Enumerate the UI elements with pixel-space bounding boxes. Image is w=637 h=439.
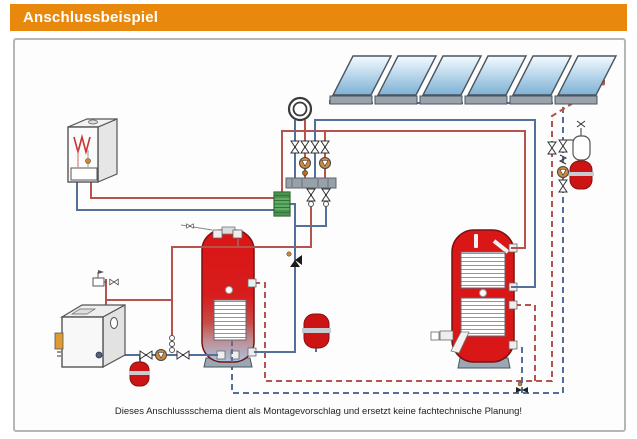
- expansion-vessel-icon: [568, 160, 594, 190]
- sight-glass-icon: [110, 317, 118, 329]
- heating-circuit-symbol: [287, 96, 313, 122]
- expansion-vessels: [129, 160, 594, 387]
- dhw-storage-tank: [430, 229, 518, 369]
- solar-collector-array: [329, 55, 618, 105]
- burner-door: [54, 332, 64, 350]
- lower-coil-icon: [460, 297, 506, 337]
- vent-valve-icon: [186, 223, 194, 229]
- expansion-vessel-icon: [129, 361, 150, 387]
- manifold-valves-and-pumps: [290, 140, 331, 207]
- disclaimer-caption: Dieses Anschlussschema dient als Montage…: [114, 406, 523, 417]
- coil-heat-exchanger-icon: [213, 299, 247, 341]
- pump-icon: [299, 157, 311, 169]
- wall-mounted-boiler: [67, 118, 118, 183]
- air-separator-vessel: [572, 135, 591, 161]
- solar-pump-station: [547, 120, 591, 193]
- sensor-icon: [225, 286, 233, 294]
- plate-heat-exchanger: [273, 191, 291, 217]
- mixing-valve-icon: [286, 251, 302, 267]
- check-valve-icon: [558, 154, 568, 165]
- upper-coil-icon: [460, 251, 506, 289]
- vent-line: [180, 224, 213, 231]
- pump-icon: [557, 166, 569, 178]
- safety-group: [92, 270, 119, 287]
- drain-three-way-valve-icon: [516, 381, 528, 393]
- buffer-storage-tank: [201, 226, 257, 368]
- boiler-return-fittings: [139, 335, 190, 361]
- sensor-icon: [479, 289, 487, 297]
- page-title: Anschlussbeispiel: [23, 9, 159, 26]
- expansion-vessel-icon: [302, 313, 331, 349]
- heating-circuit-manifold: [285, 177, 337, 189]
- pump-icon: [319, 157, 331, 169]
- title-bar: Anschlussbeispiel: [10, 4, 627, 31]
- burner-valve-icon: [85, 158, 91, 164]
- control-panel: [70, 167, 98, 181]
- solar-circuit-pipes: [231, 60, 605, 394]
- cold-water-fitting: [439, 330, 454, 341]
- flame-icon: [73, 133, 91, 156]
- pump-icon: [155, 349, 167, 361]
- floor-standing-boiler: [54, 303, 126, 369]
